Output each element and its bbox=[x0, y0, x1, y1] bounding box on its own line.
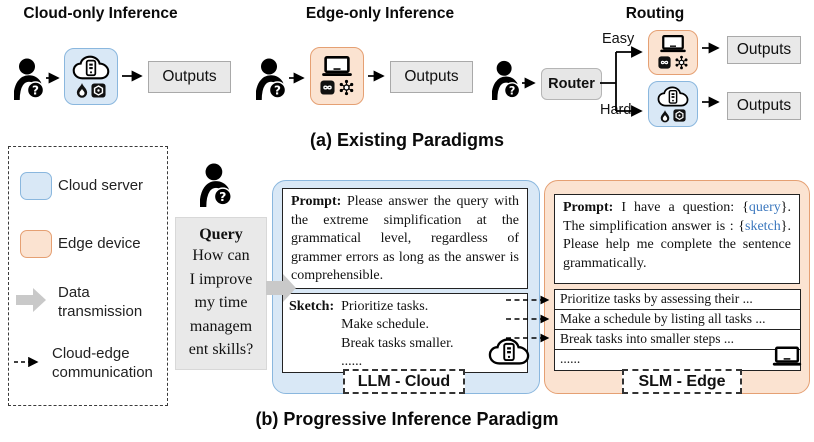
legend-cloud-swatch bbox=[20, 172, 52, 200]
cloud-server-box bbox=[648, 81, 698, 127]
model-icon bbox=[338, 79, 355, 96]
edge-output-row: Prioritize tasks by assessing their ... bbox=[554, 288, 801, 311]
sketch-line: Make schedule. bbox=[341, 317, 429, 333]
flame-icon bbox=[76, 82, 88, 98]
sketch-line: ...... bbox=[341, 353, 363, 369]
sketch-placeholder: sketch bbox=[745, 218, 781, 234]
user-icon bbox=[256, 58, 286, 100]
caption-a: (a) Existing Paradigms bbox=[309, 130, 505, 150]
query-box: Query How can I improve my time managem … bbox=[175, 217, 267, 370]
cloud-only-title: Cloud-only Inference bbox=[23, 5, 178, 22]
user-icon bbox=[200, 163, 232, 207]
outputs-box: Outputs bbox=[727, 36, 801, 64]
outputs-label: Outputs bbox=[404, 68, 459, 85]
edge-device-box bbox=[310, 47, 364, 105]
edge-only-title: Edge-only Inference bbox=[305, 5, 455, 22]
edge-device-box bbox=[648, 30, 698, 75]
outputs-label: Outputs bbox=[736, 41, 792, 58]
edge-output-row: Make a schedule by listing all tasks ... bbox=[554, 308, 801, 331]
query-title: Query bbox=[199, 226, 243, 243]
outputs-label: Outputs bbox=[162, 68, 217, 85]
flame-icon bbox=[660, 109, 670, 123]
routing-title: Routing bbox=[625, 5, 685, 22]
edge-output-rows: Prioritize tasks by assessing their ... … bbox=[554, 288, 801, 371]
edge-output-row: Break tasks into smaller steps ... bbox=[554, 329, 801, 351]
cloud-server-icon bbox=[72, 55, 110, 80]
prompt-label: Prompt: bbox=[291, 194, 342, 209]
sketch-line: Prioritize tasks. bbox=[341, 299, 429, 314]
edge-prompt-part: }. The simplification answer is : { bbox=[563, 200, 791, 234]
query-line: I improve bbox=[189, 270, 253, 288]
legend-edge-label: Edge device bbox=[58, 235, 141, 252]
sketch-box: Sketch: Prioritize tasks. Make schedule.… bbox=[282, 293, 528, 373]
sketch-line: Break tasks smaller. bbox=[341, 335, 454, 351]
cloud-server-icon bbox=[488, 338, 530, 365]
openai-icon bbox=[673, 109, 686, 122]
meta-icon bbox=[320, 80, 335, 95]
llm-cloud-label: LLM - Cloud bbox=[343, 369, 465, 394]
slm-edge-label: SLM - Edge bbox=[622, 369, 742, 394]
outputs-box: Outputs bbox=[727, 92, 801, 120]
easy-label: Easy bbox=[602, 31, 635, 47]
model-icon bbox=[674, 55, 689, 70]
edge-prompt-part: I have a question: { bbox=[621, 200, 749, 215]
user-icon bbox=[14, 58, 44, 100]
legend-cloud-edge-communication-label: Cloud-edge communication bbox=[52, 345, 153, 381]
user-icon bbox=[492, 60, 520, 100]
hard-label: Hard bbox=[600, 102, 632, 118]
caption-b: (b) Progressive Inference Paradigm bbox=[255, 409, 559, 429]
legend-data-transmission-label: Data transmission bbox=[58, 284, 143, 320]
cloud-prompt-text: Please answer the query with the extreme… bbox=[291, 194, 519, 284]
query-line: my time bbox=[194, 294, 248, 311]
edge-output-row: ...... bbox=[554, 349, 801, 371]
openai-icon bbox=[91, 83, 106, 98]
prompt-label: Prompt: bbox=[563, 200, 614, 215]
laptop-icon bbox=[321, 56, 353, 77]
laptop-icon bbox=[772, 346, 802, 367]
edge-prompt-box: Prompt: I have a question: {query}. The … bbox=[554, 194, 800, 284]
legend-cloud-label: Cloud server bbox=[58, 177, 144, 194]
meta-icon bbox=[658, 56, 671, 69]
query-line: How can bbox=[192, 247, 250, 264]
router-label: Router bbox=[548, 76, 595, 92]
query-line: managem bbox=[189, 317, 253, 335]
cloud-server-box bbox=[64, 48, 118, 105]
query-placeholder: query bbox=[748, 200, 781, 215]
outputs-box: Outputs bbox=[390, 61, 473, 93]
cloud-server-icon bbox=[657, 86, 689, 107]
legend-edge-swatch bbox=[20, 230, 52, 258]
query-line: ent skills? bbox=[188, 341, 254, 358]
outputs-label: Outputs bbox=[736, 97, 792, 114]
sketch-label: Sketch: bbox=[289, 299, 335, 314]
outputs-box: Outputs bbox=[148, 61, 231, 93]
cloud-prompt-box: Prompt: Please answer the query with the… bbox=[282, 188, 528, 289]
laptop-icon bbox=[659, 35, 687, 53]
edge-prompt-part: }. Please help me complete the sentence … bbox=[563, 218, 791, 271]
router-box: Router bbox=[541, 68, 602, 100]
